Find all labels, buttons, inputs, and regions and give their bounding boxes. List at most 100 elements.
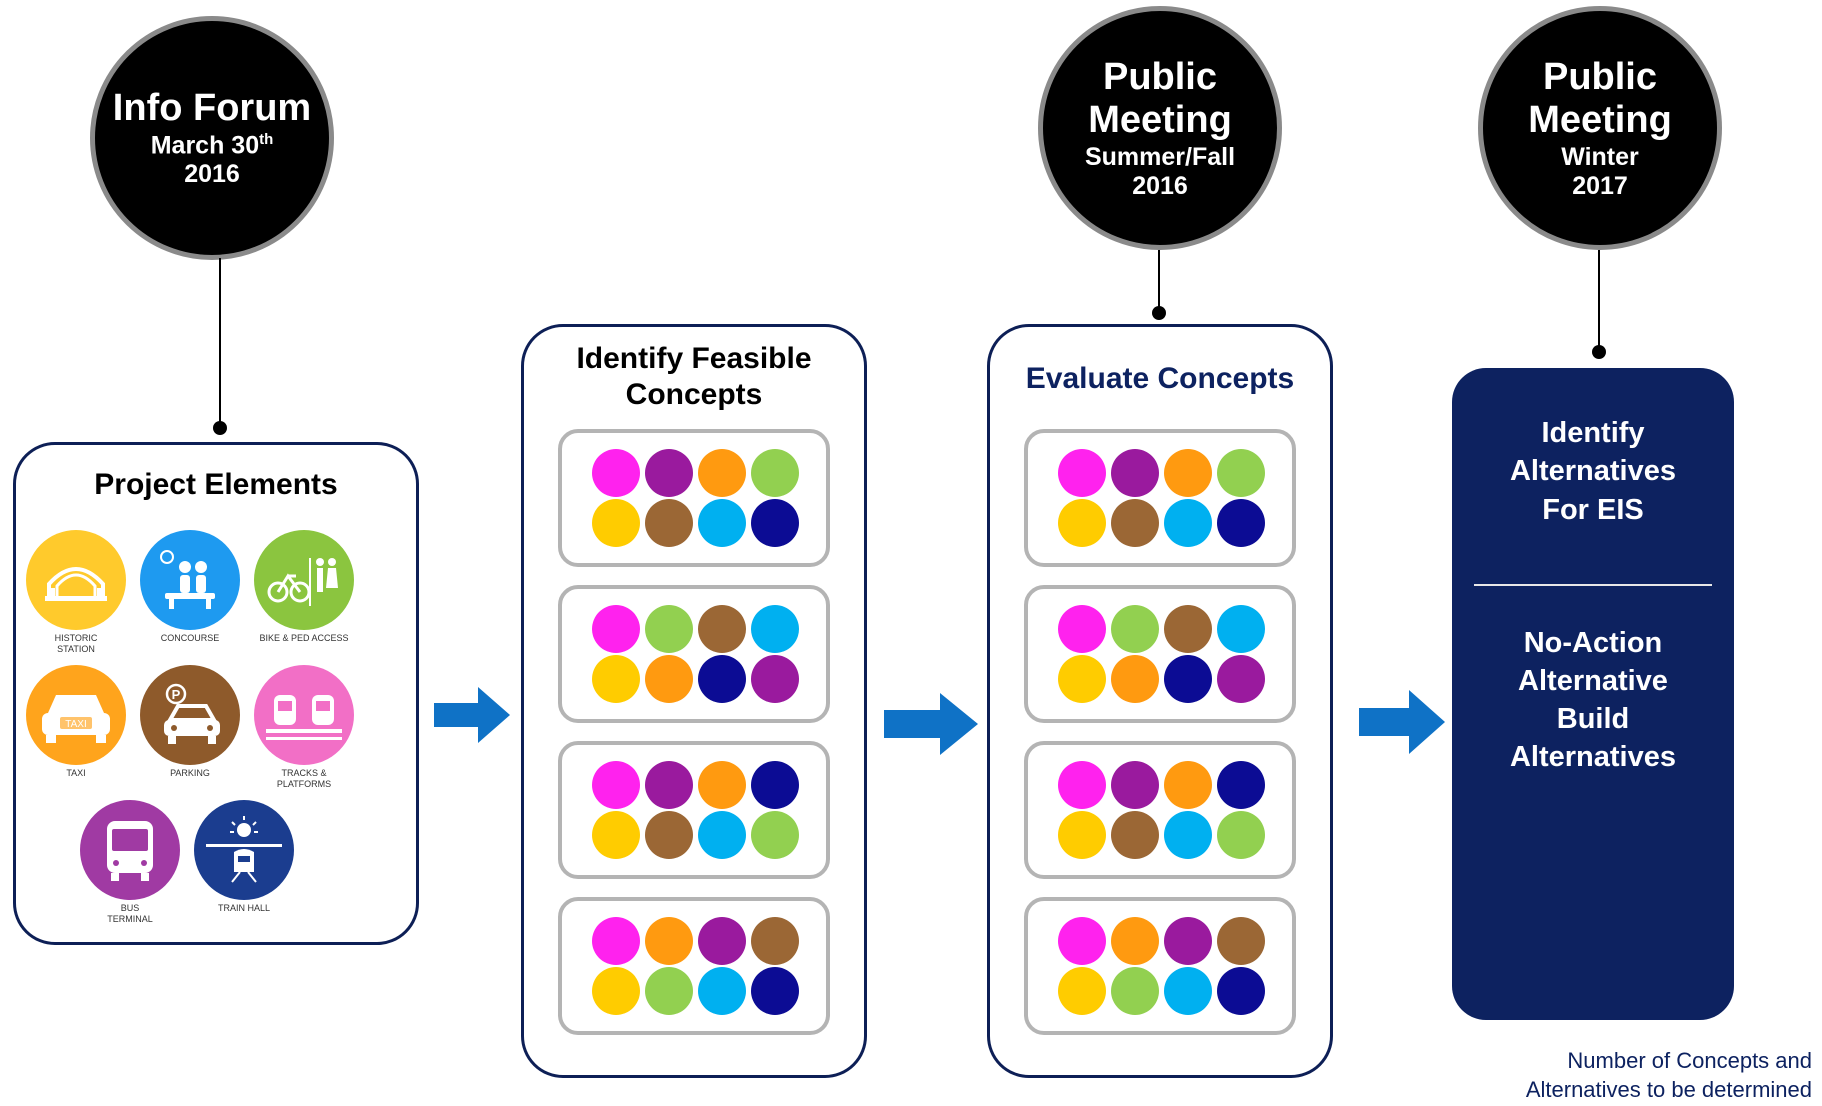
flow-arrow-icon bbox=[1359, 690, 1445, 754]
project-element: P PARKING bbox=[140, 665, 240, 779]
heading-line-3: For EIS bbox=[1542, 493, 1644, 526]
concept-swatch-green bbox=[751, 449, 799, 497]
concept-swatch-purple bbox=[1111, 761, 1159, 809]
concept-swatch-brown bbox=[645, 499, 693, 547]
concept-swatch-brown bbox=[645, 811, 693, 859]
flow-arrow-shape bbox=[434, 687, 510, 743]
footnote-line-1: Number of Concepts and bbox=[1567, 1048, 1812, 1073]
flow-arrow-icon bbox=[884, 693, 978, 755]
label-line: BIKE & PED ACCESS bbox=[259, 633, 349, 643]
label-line: STATION bbox=[57, 643, 95, 654]
milestone-date: March 30th bbox=[150, 130, 274, 160]
concept-card bbox=[1024, 897, 1296, 1035]
concept-swatch-green bbox=[1111, 605, 1159, 653]
connector-line bbox=[1598, 250, 1600, 352]
concept-swatch-navy bbox=[698, 655, 746, 703]
label-line: HISTORIC bbox=[54, 633, 98, 643]
concept-swatch-navy bbox=[751, 499, 799, 547]
concept-swatch-yellow bbox=[1058, 499, 1106, 547]
concept-swatch-yellow bbox=[592, 811, 640, 859]
milestone-year: 2016 bbox=[1132, 171, 1188, 200]
concept-card bbox=[558, 585, 830, 723]
concept-swatch-cyan bbox=[1164, 499, 1212, 547]
build-line-1: Build bbox=[1556, 703, 1630, 735]
concept-swatch-green bbox=[1217, 449, 1265, 497]
concept-swatch-cyan bbox=[1217, 605, 1265, 653]
project-element-label: TAXI bbox=[26, 768, 126, 779]
feasible-concepts-panel: Identify Feasible Concepts bbox=[521, 324, 867, 1078]
alternatives-panel: Identify Alternatives For EIS No-Action … bbox=[1452, 368, 1734, 1020]
milestone-public-meeting-2017: Public Meeting Winter 2017 bbox=[1478, 6, 1722, 250]
tracks-platforms-icon bbox=[254, 665, 354, 765]
concept-swatch-brown bbox=[1164, 605, 1212, 653]
concept-swatch-green bbox=[1217, 811, 1265, 859]
project-element-label: PARKING bbox=[140, 768, 240, 779]
connector-dot bbox=[1152, 306, 1166, 320]
label-line: TRACKS & bbox=[281, 768, 327, 778]
concept-swatch-green bbox=[645, 967, 693, 1015]
concept-card bbox=[1024, 741, 1296, 879]
project-element-label: TRAIN HALL bbox=[194, 903, 294, 914]
panel-title-line-2: Concepts bbox=[625, 378, 763, 411]
concept-card bbox=[558, 741, 830, 879]
concept-swatch-cyan bbox=[751, 605, 799, 653]
concept-swatch-navy bbox=[1217, 499, 1265, 547]
historic-station-icon bbox=[26, 530, 126, 630]
concept-swatch-green bbox=[1111, 967, 1159, 1015]
concept-swatch-brown bbox=[1217, 917, 1265, 965]
milestone-title: Public bbox=[1102, 55, 1218, 98]
milestone-year: 2016 bbox=[184, 160, 240, 188]
project-element: TRACKS &PLATFORMS bbox=[254, 665, 354, 790]
alternatives-heading: Identify Alternatives For EIS bbox=[1452, 414, 1734, 529]
concept-swatch-orange bbox=[698, 449, 746, 497]
taxi-sign: TAXI bbox=[65, 719, 86, 730]
no-action-line-2: Alternative bbox=[1518, 665, 1668, 698]
concept-swatch-orange bbox=[645, 917, 693, 965]
connector-dot bbox=[1592, 345, 1606, 359]
milestone-date: Summer/Fall bbox=[1084, 142, 1236, 171]
concept-swatch-magenta bbox=[592, 605, 640, 653]
concept-swatch-yellow bbox=[1058, 811, 1106, 859]
concept-swatch-magenta bbox=[1058, 761, 1106, 809]
concept-swatch-cyan bbox=[698, 499, 746, 547]
connector-dot bbox=[213, 421, 227, 435]
flow-arrow-shape bbox=[1359, 690, 1445, 754]
concept-card bbox=[1024, 429, 1296, 567]
concept-swatch-purple bbox=[645, 761, 693, 809]
divider bbox=[1474, 584, 1712, 586]
build-alternatives: Build Alternatives bbox=[1452, 700, 1734, 777]
label-line: CONCOURSE bbox=[160, 633, 220, 643]
milestone-title: Info Forum bbox=[112, 87, 312, 130]
concept-swatch-purple bbox=[1164, 917, 1212, 965]
footnote: Number of Concepts and Alternatives to b… bbox=[1440, 1047, 1812, 1104]
concept-swatch-navy bbox=[1164, 655, 1212, 703]
svg-text:P: P bbox=[172, 687, 181, 702]
flow-arrow-icon bbox=[434, 687, 510, 743]
no-action-alternative: No-Action Alternative bbox=[1452, 624, 1734, 701]
milestone-date: Winter bbox=[1561, 142, 1639, 171]
concept-swatch-magenta bbox=[592, 449, 640, 497]
concept-swatch-navy bbox=[1217, 761, 1265, 809]
project-element-label: CONCOURSE bbox=[140, 633, 240, 644]
concept-swatch-orange bbox=[645, 655, 693, 703]
concept-swatch-cyan bbox=[1164, 811, 1212, 859]
concept-swatch-orange bbox=[1164, 449, 1212, 497]
panel-title: Identify Feasible Concepts bbox=[524, 341, 864, 413]
concept-swatch-cyan bbox=[698, 811, 746, 859]
label-line: BUS bbox=[120, 903, 140, 913]
project-element: TAXI TAXI bbox=[26, 665, 126, 779]
concept-swatch-yellow bbox=[1058, 655, 1106, 703]
concourse-icon bbox=[140, 530, 240, 630]
concept-swatch-navy bbox=[751, 761, 799, 809]
concept-card bbox=[1024, 585, 1296, 723]
evaluate-concepts-panel: Evaluate Concepts bbox=[987, 324, 1333, 1078]
concept-swatch-yellow bbox=[592, 655, 640, 703]
concept-swatch-yellow bbox=[592, 967, 640, 1015]
label-line: TRAIN HALL bbox=[217, 903, 270, 913]
bus-icon bbox=[80, 800, 180, 900]
